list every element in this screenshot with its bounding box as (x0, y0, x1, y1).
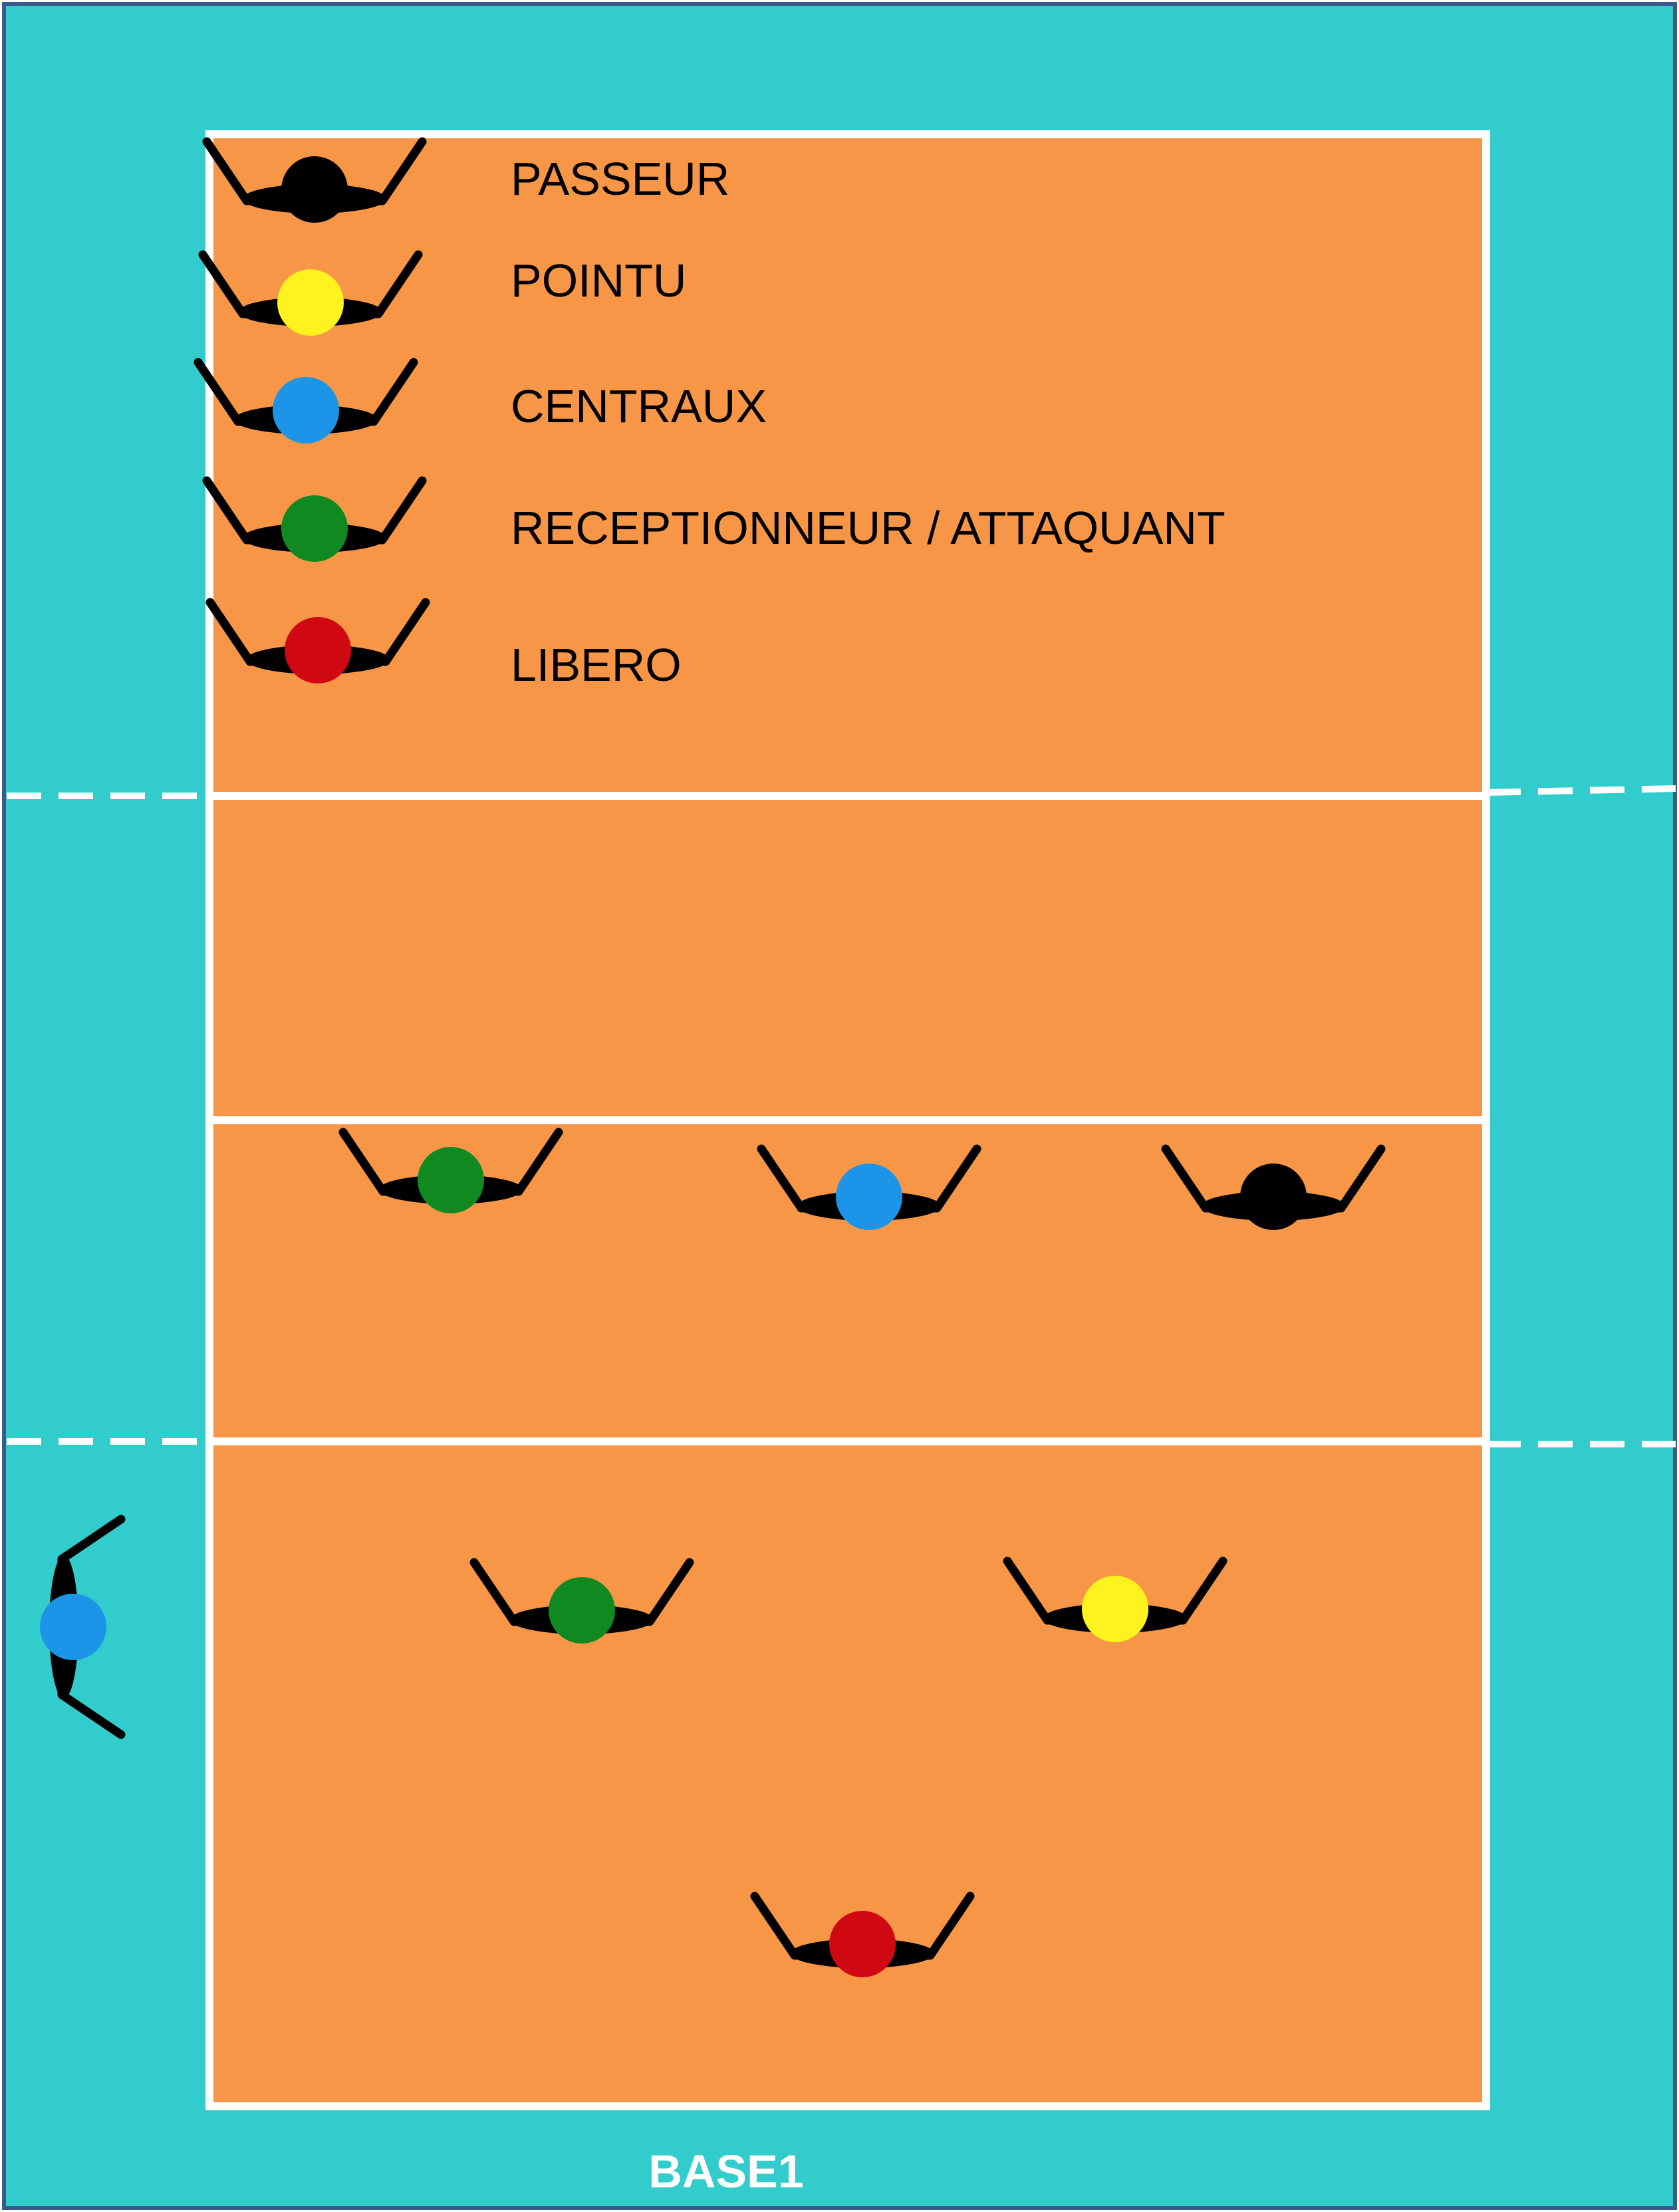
legend-item-libero (205, 598, 430, 683)
player-sideline-substitute (40, 1515, 126, 1739)
legend-label-pointu: POINTU (511, 255, 686, 307)
legend-item-passeur (202, 137, 427, 223)
formation-caption: BASE1 (648, 2146, 803, 2197)
player-sideline-substitute-icon (40, 1515, 126, 1739)
legend-label-centraux: CENTRAUX (511, 380, 767, 432)
players-on-court (40, 1128, 1386, 1977)
legend-libero-player-icon (205, 598, 430, 683)
player-sideline-substitute-icon-head (40, 1594, 106, 1660)
legend-label-receptionneur: RECEPTIONNEUR / ATTAQUANT (511, 502, 1226, 554)
player-front-left-icon-head (418, 1147, 484, 1213)
player-back-left (469, 1558, 694, 1644)
legend-passeur-player-icon-head (281, 156, 348, 223)
player-front-middle-icon (757, 1144, 981, 1230)
player-front-left-icon (338, 1128, 563, 1213)
player-back-middle (750, 1892, 975, 1977)
player-front-left (338, 1128, 563, 1213)
legend-receptionneur-player-icon (202, 476, 427, 562)
legend-item-pointu (198, 250, 423, 336)
player-back-right-icon-head (1082, 1576, 1148, 1642)
legend-pointu-player-icon-head (277, 269, 344, 336)
player-front-middle (757, 1144, 981, 1230)
player-front-right-icon (1161, 1144, 1386, 1230)
legend-receptionneur-player-icon-head (281, 495, 348, 562)
player-front-right-icon-head (1240, 1164, 1307, 1230)
player-front-right (1161, 1144, 1386, 1230)
player-back-left-icon (469, 1558, 694, 1644)
legend-pointu-player-icon (198, 250, 423, 336)
legend-passeur-player-icon (202, 137, 427, 223)
legend-item-centraux (194, 358, 418, 443)
player-back-middle-icon-head (829, 1911, 896, 1977)
legend-centraux-player-icon-head (273, 377, 339, 443)
player-back-left-icon-head (549, 1577, 615, 1644)
legend-centraux-player-icon (194, 358, 418, 443)
player-back-right (1003, 1556, 1227, 1642)
attack-line-extension-right-top (1485, 785, 1676, 796)
player-front-middle-icon-head (836, 1164, 902, 1230)
legend-libero-player-icon-head (285, 617, 351, 683)
legend-label-passeur: PASSEUR (511, 153, 729, 205)
legend-item-receptionneur (202, 476, 427, 562)
legend-label-libero: LIBERO (511, 639, 682, 691)
player-back-right-icon (1003, 1556, 1227, 1642)
legend: PASSEUR POINTU CENTRAUX RECEPTIONNEUR / … (194, 137, 1226, 691)
player-back-middle-icon (750, 1892, 975, 1977)
